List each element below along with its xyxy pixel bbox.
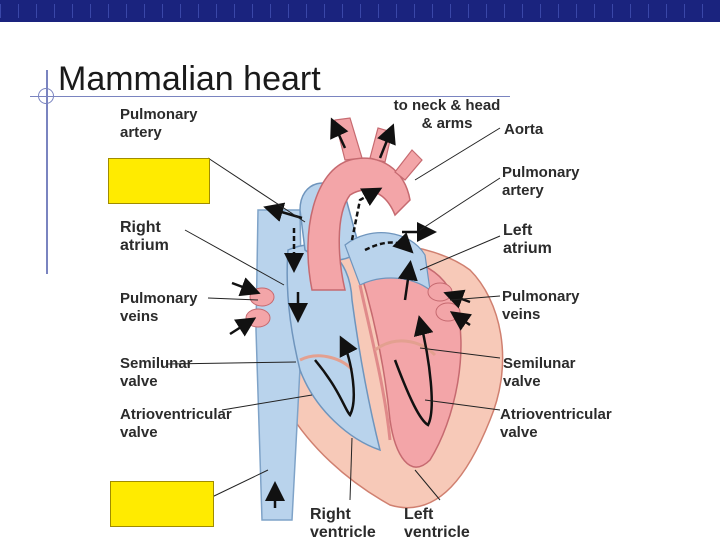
blank-label-box-top [108, 158, 210, 204]
arrow-pulm-vein-left-2 [229, 317, 257, 337]
arrow-pulm-vein-right-1 [443, 289, 471, 309]
pulmonary-vein-right-upper [427, 282, 453, 302]
pulmonary-vein-right-lower [435, 302, 461, 322]
flow-arrow-pulmonary-up [350, 187, 383, 241]
label-right-ventricle: Right ventricle [310, 506, 376, 541]
label-to-neck-head-arms: to neck & head & arms [393, 97, 501, 132]
leader-lines [167, 127, 501, 501]
arrow-pulm-vein-left-1 [231, 277, 261, 297]
right-heart-chamber [286, 244, 382, 452]
title-vertical-rule [46, 70, 48, 274]
label-semilunar-valve-right: Semilunar valve [503, 355, 576, 390]
header-bar-pattern [0, 4, 720, 18]
label-pulmonary-veins-right: Pulmonary veins [502, 288, 580, 323]
title-underline [30, 96, 510, 97]
flow-arrow-right-ventricle [314, 335, 358, 418]
blank-label-box-bottom [110, 481, 214, 527]
flow-arrow-left-ventricle [393, 315, 434, 427]
page-title: Mammalian heart [58, 60, 321, 98]
label-av-valve-left: Atrioventricular valve [120, 406, 232, 441]
flow-arrow-aorta-up [397, 260, 418, 301]
label-aorta: Aorta [504, 121, 544, 138]
label-pulmonary-artery-right: Pulmonary artery [502, 164, 580, 199]
label-left-ventricle: Left ventricle [404, 506, 470, 541]
valve-line-left [374, 339, 437, 357]
label-pulmonary-artery-left: Pulmonary artery [120, 106, 198, 141]
arrow-aorta-up-left [330, 117, 349, 149]
label-av-valve-right: Atrioventricular valve [500, 406, 612, 441]
label-left-atrium: Left atrium [503, 222, 552, 257]
arrow-pulm-vein-right-2 [449, 311, 473, 331]
pulmonary-vein-left-lower [245, 308, 271, 328]
label-semilunar-valve-left: Semilunar valve [120, 355, 193, 390]
label-pulmonary-veins-left: Pulmonary veins [120, 290, 198, 325]
label-right-atrium: Right atrium [120, 219, 169, 254]
header-bar [0, 0, 720, 22]
aorta-arch [307, 157, 411, 291]
crosshair-circle-icon [38, 88, 54, 104]
septum-line [358, 284, 392, 441]
arrow-aorta-up-mid [377, 123, 396, 159]
flow-arrow-left-atrium [364, 232, 414, 254]
